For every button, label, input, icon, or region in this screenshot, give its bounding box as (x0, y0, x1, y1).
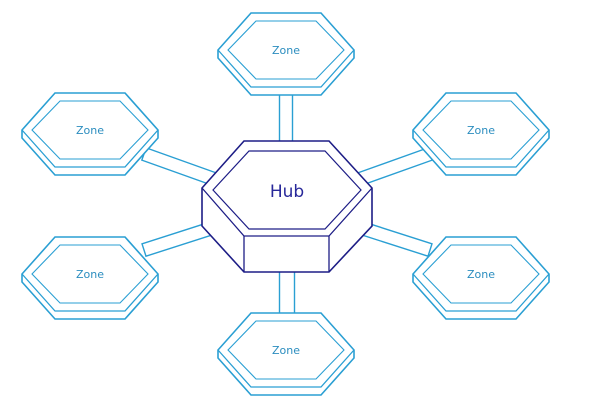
hub-inner-face (212, 150, 362, 230)
zone-face-edge (217, 49, 355, 88)
zone-face-edge (21, 273, 159, 312)
zone-inner-face (31, 244, 149, 304)
zone-node-left-bottom: Zone (21, 236, 159, 320)
hub-label: Hub (270, 182, 304, 202)
zone-label: Zone (76, 268, 104, 281)
zone-face-edge (412, 273, 550, 312)
hub-node: Hub (201, 140, 373, 273)
zone-inner-face (31, 100, 149, 160)
zone-label: Zone (76, 124, 104, 137)
zone-node-right-top: Zone (412, 92, 550, 176)
zone-inner-face (422, 244, 540, 304)
connector-bar (140, 146, 218, 187)
zone-node-top: Zone (217, 12, 355, 96)
zone-label: Zone (272, 344, 300, 357)
zone-inner-face (227, 20, 345, 80)
zone-node-bottom: Zone (217, 312, 355, 396)
zone-face-edge (21, 129, 159, 168)
hub-top-face-edge (201, 187, 373, 237)
zone-inner-face (422, 100, 540, 160)
zone-node-left-top: Zone (21, 92, 159, 176)
zone-label: Zone (467, 124, 495, 137)
zone-node-right-bottom: Zone (412, 236, 550, 320)
zone-inner-face (227, 320, 345, 380)
zone-face-edge (412, 129, 550, 168)
zone-face-edge (217, 349, 355, 388)
zone-label: Zone (467, 268, 495, 281)
connector-bar (356, 146, 434, 187)
zone-label: Zone (272, 44, 300, 57)
